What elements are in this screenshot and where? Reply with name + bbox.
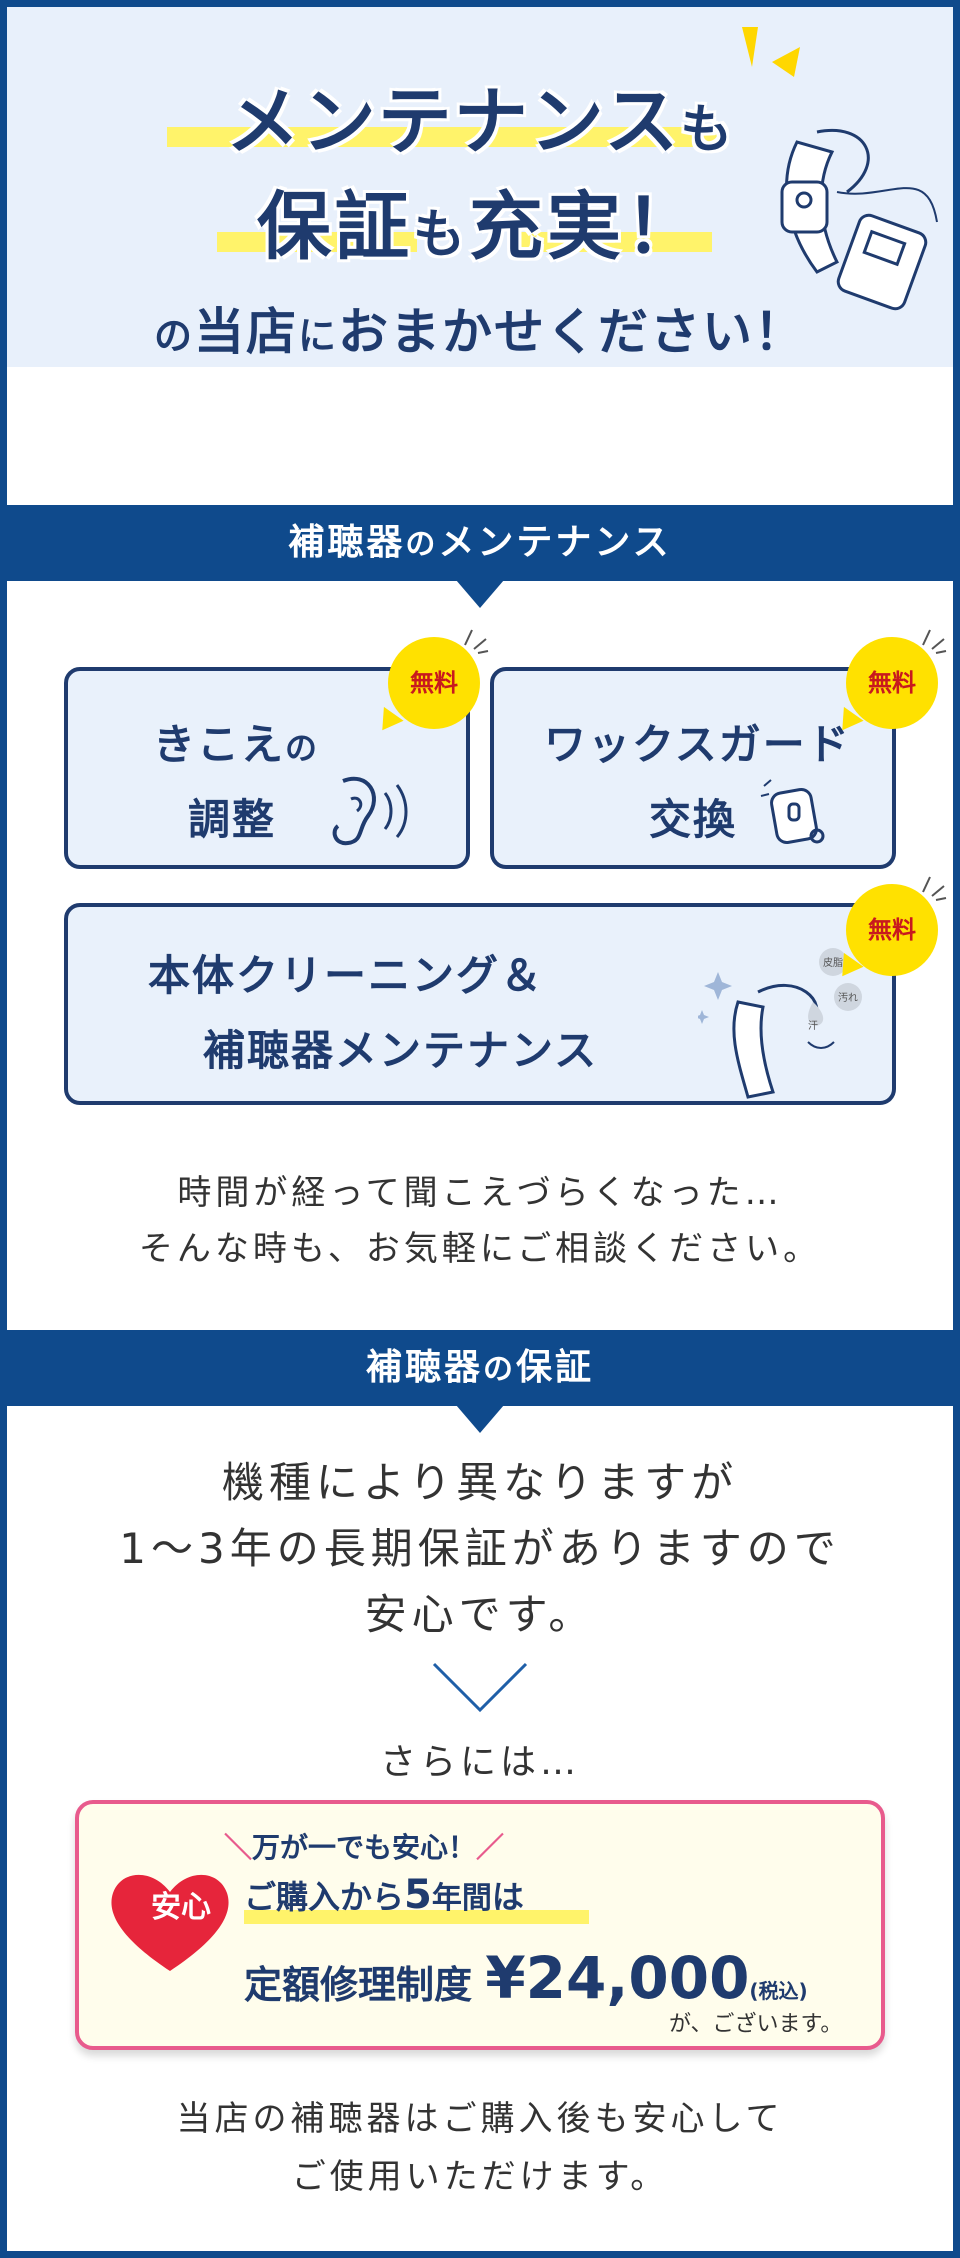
fixed-repair-plan-box: 安心 ＼万が一でも安心！／ ご購入から5年間は 定額修理制度 ¥24,000(税… [75,1800,885,2050]
card-wax-guard: ワックスガード 交換 [490,667,896,869]
wax-guard-icon [760,779,825,845]
free-badge: 無料 [388,637,480,729]
box-top-text: ＼万が一でも安心！／ [224,1831,505,1864]
sparkle-icon [742,27,800,77]
box-line3: が、ございます。 [669,2012,843,2037]
card3-line1: 本体クリーニング＆ [148,951,545,1000]
card2-line2: 交換 [649,795,738,844]
heart-icon [111,1874,229,1971]
free-badge: 無料 [846,637,938,729]
maintenance-header-notch [456,580,504,608]
warranty-description: 機種により異なりますが 1～3年の長期保証がありますので 安心です。 [119,1458,841,1639]
hero-headline-2: 保証も充実！ [256,184,703,270]
card3-line2: 補聴器メンテナンス [203,1026,599,1075]
warranty-section-header: 補聴器の保証 [0,1330,960,1406]
hero-headline-3: の当店におまかせください！ [153,303,807,361]
ear-icon [332,776,408,846]
card-hearing-adjustment: きこえの 調整 [64,667,470,869]
emphasis-ticks-icon [922,629,947,654]
hero-highlight-2 [217,232,417,252]
emphasis-ticks-icon [922,876,947,901]
card-cleaning: 本体クリーニング＆ 補聴器メンテナンス 皮脂 汚れ 汗 [64,903,896,1105]
maintenance-section-header: 補聴器のメンテナンス [0,505,960,581]
card1-line1: きこえの [153,720,320,769]
warranty-header-notch [456,1405,504,1433]
emphasis-ticks-icon [464,629,489,654]
hero-headline-1: メンテナンスも [225,79,735,165]
warranty-more: さらには… [379,1742,580,1783]
dirt-tag: 汚れ [838,993,858,1004]
sebum-tag: 皮脂 [823,958,843,969]
heart-label: 安心 [151,1890,211,1925]
cleaning-illustration-icon [698,948,862,1099]
hero-banner: メンテナンスも 保証も充実！ の当店におまかせください！ [7,7,953,367]
box-line1: ご購入から5年間は [244,1872,524,1918]
chevron-down-icon [432,1662,528,1713]
warranty-footer: 当店の補聴器はご購入後も安心して ご使用いただけます。 [176,2099,784,2197]
card2-line1: ワックスガード [544,720,851,769]
sweat-tag: 汗 [808,1021,818,1032]
hearing-aid-icon [780,129,938,311]
box-highlight [244,1910,589,1924]
card1-line2: 調整 [188,795,277,844]
maintenance-note: 時間が経って聞こえづらくなった… そんな時も、お気軽にご相談ください。 [138,1173,822,1269]
hero-highlight-1 [167,127,727,147]
box-line2: 定額修理制度 ¥24,000(税込) [244,1944,808,2012]
hero-highlight-3 [512,232,712,252]
free-badge: 無料 [846,884,938,976]
